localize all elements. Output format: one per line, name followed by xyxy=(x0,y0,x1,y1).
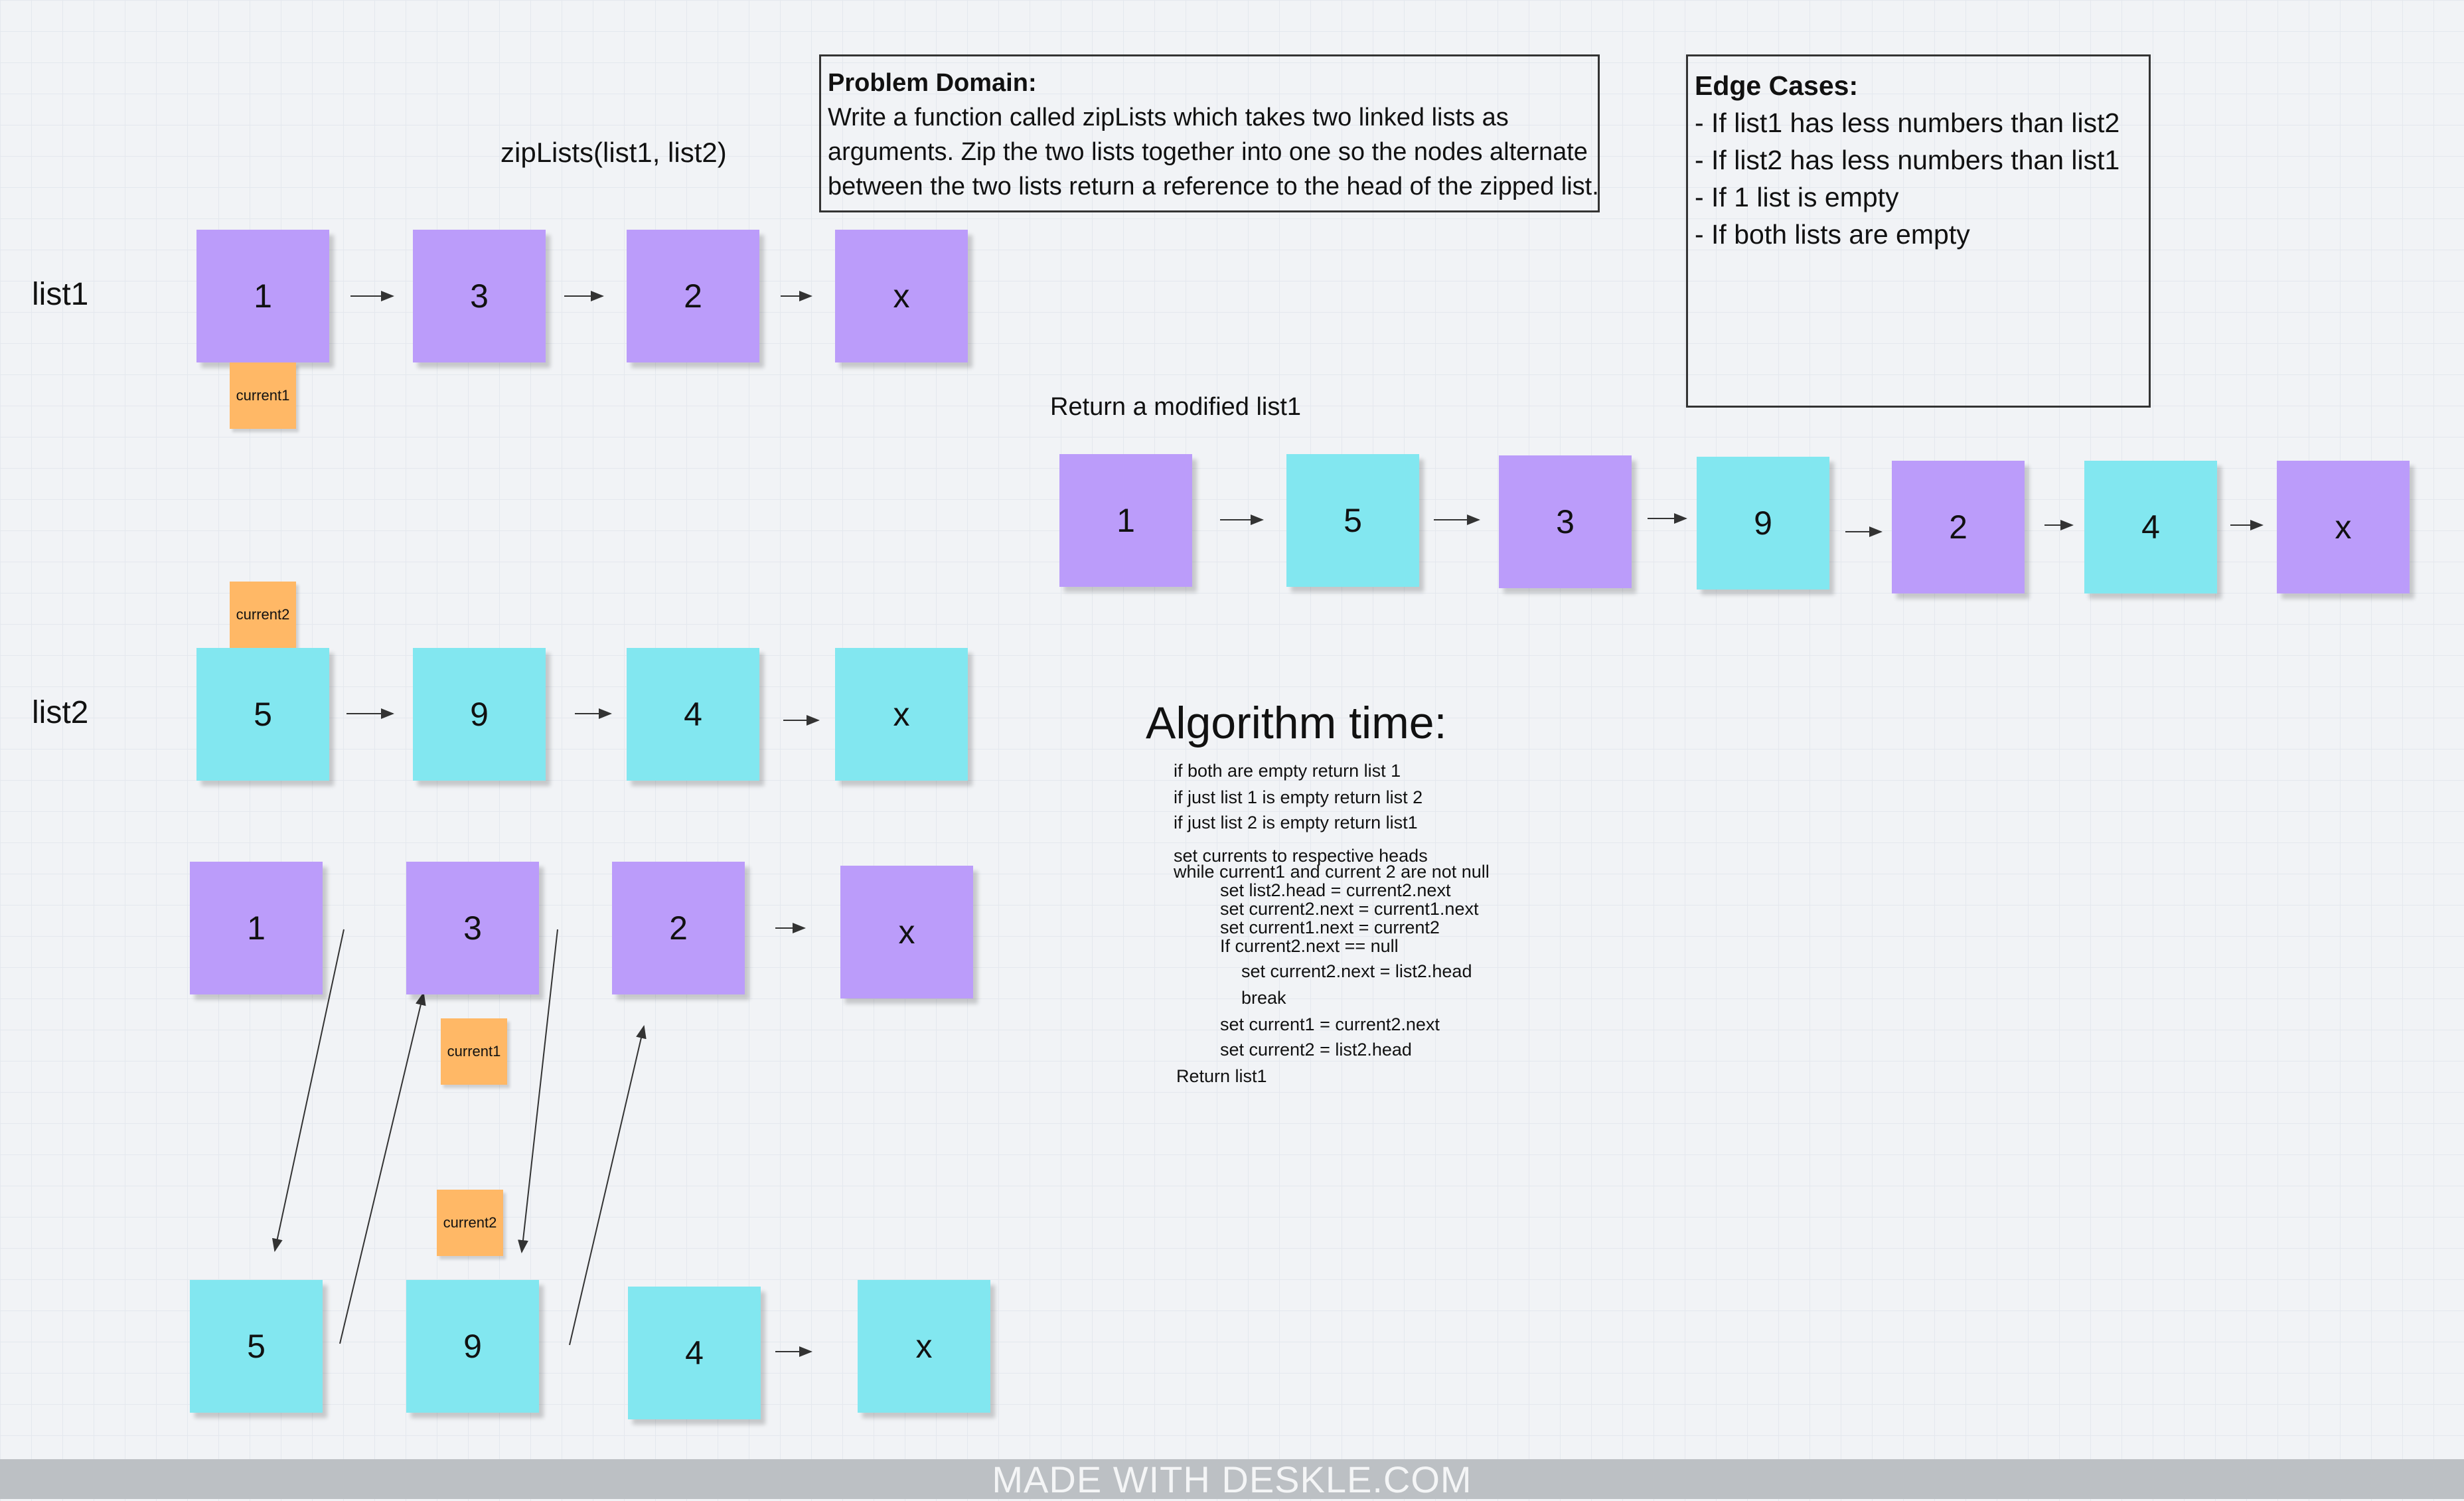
result-node[interactable]: 1 xyxy=(1059,454,1192,587)
edge-case-item: - If 1 list is empty xyxy=(1695,182,1899,212)
problem-domain-line: arguments. Zip the two lists together in… xyxy=(828,138,1588,166)
algorithm-line: if both are empty return list 1 xyxy=(1174,761,1401,781)
list2-node[interactable]: 5 xyxy=(196,648,329,781)
zip-arrow xyxy=(339,992,426,1344)
function-signature: zipLists(list1, list2) xyxy=(501,137,727,168)
algorithm-line: Return list1 xyxy=(1176,1066,1267,1086)
algorithm-line: set current2.next = list2.head xyxy=(1241,961,1472,981)
algorithm-line: set list2.head = current2.next xyxy=(1220,880,1451,900)
lower-list2-node[interactable]: 4 xyxy=(628,1287,761,1419)
result-node[interactable]: 3 xyxy=(1499,455,1632,588)
lower-list1-node[interactable]: 2 xyxy=(612,862,745,994)
algorithm-line: break xyxy=(1241,988,1286,1008)
edge-cases-title: Edge Cases: xyxy=(1695,70,1859,101)
made-with-footer[interactable]: MADE WITH DESKLE.COM xyxy=(0,1459,2464,1500)
list1-node[interactable]: 1 xyxy=(196,230,329,362)
result-node[interactable]: 2 xyxy=(1892,461,2025,593)
algorithm-line: set current1.next = current2 xyxy=(1220,917,1440,937)
zip-arrow xyxy=(569,1025,647,1346)
list2-node[interactable]: 4 xyxy=(627,648,759,781)
list2-label: list2 xyxy=(32,695,89,730)
result-node[interactable]: 5 xyxy=(1286,454,1419,587)
list2-node[interactable]: x xyxy=(835,648,968,781)
problem-domain-box: Problem Domain: Write a function called … xyxy=(819,54,1600,212)
lower-list1-node[interactable]: 1 xyxy=(190,862,323,994)
algorithm-line: set current2 = list2.head xyxy=(1220,1040,1412,1060)
list1-node[interactable]: x xyxy=(835,230,968,362)
result-node[interactable]: 9 xyxy=(1697,457,1829,590)
algorithm-line: If current2.next == null xyxy=(1220,936,1399,956)
result-node[interactable]: 4 xyxy=(2084,461,2217,593)
lower-list2-node[interactable]: 5 xyxy=(190,1280,323,1413)
edge-case-item: - If list1 has less numbers than list2 xyxy=(1695,108,2120,138)
zip-arrow xyxy=(271,929,345,1252)
list2-node[interactable]: 9 xyxy=(413,648,546,781)
algorithm-heading: Algorithm time: xyxy=(1146,698,1447,748)
algorithm-line: set current2.next = current1.next xyxy=(1220,899,1479,919)
zip-arrow xyxy=(518,929,558,1253)
result-node[interactable]: x xyxy=(2277,461,2410,593)
current1-pointer[interactable]: current1 xyxy=(441,1018,507,1085)
edge-case-item: - If list2 has less numbers than list1 xyxy=(1695,145,2120,175)
problem-domain-line: between the two lists return a reference… xyxy=(828,173,1599,200)
edge-case-item: - If both lists are empty xyxy=(1695,219,1970,250)
algorithm-line: set current1 = current2.next xyxy=(1220,1014,1440,1034)
lower-list2-node[interactable]: 9 xyxy=(406,1280,539,1413)
lower-list1-node[interactable]: x xyxy=(840,866,973,998)
algorithm-line: while current1 and current 2 are not nul… xyxy=(1174,862,1490,882)
algorithm-line: set currents to respective heads xyxy=(1174,846,1428,866)
algorithm-line: if just list 2 is empty return list1 xyxy=(1174,813,1418,832)
return-caption: Return a modified list1 xyxy=(1050,393,1302,421)
list1-node[interactable]: 2 xyxy=(627,230,759,362)
current1-pointer[interactable]: current1 xyxy=(230,362,296,429)
list1-label: list1 xyxy=(32,277,89,312)
edge-cases-box: Edge Cases: - If list1 has less numbers … xyxy=(1686,54,2151,408)
problem-domain-title: Problem Domain: xyxy=(828,69,1037,97)
problem-domain-line: Write a function called zipLists which t… xyxy=(828,104,1509,131)
lower-list2-node[interactable]: x xyxy=(858,1280,990,1413)
current2-pointer[interactable]: current2 xyxy=(437,1190,503,1256)
lower-list1-node[interactable]: 3 xyxy=(406,862,539,994)
list1-node[interactable]: 3 xyxy=(413,230,546,362)
algorithm-line: if just list 1 is empty return list 2 xyxy=(1174,787,1423,807)
current2-pointer[interactable]: current2 xyxy=(230,582,296,648)
